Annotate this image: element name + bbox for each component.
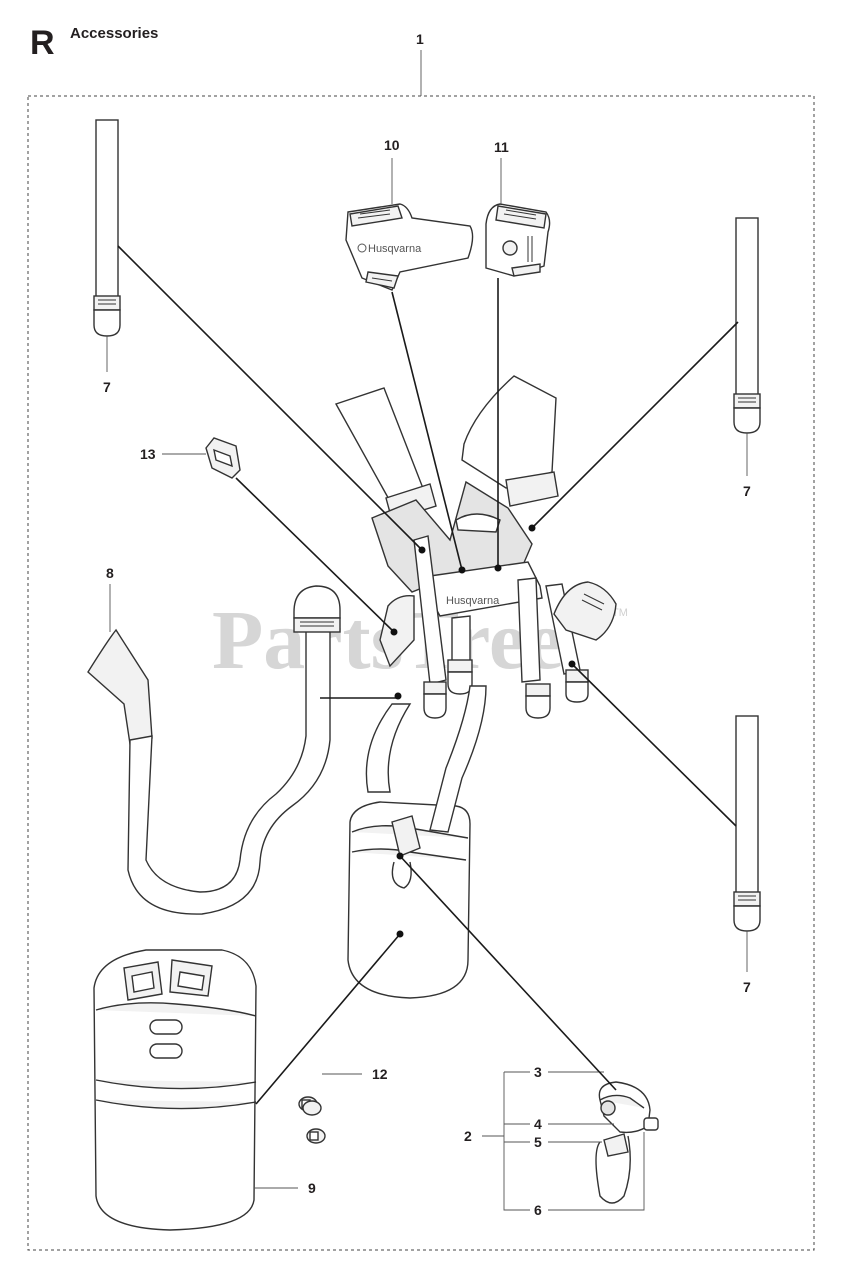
hip-pad-assembled[interactable] [347, 685, 487, 999]
callout-7-top-right: 7 [743, 483, 751, 499]
callout-12: 12 [372, 1066, 388, 1082]
watermark-trademark: TM [612, 607, 628, 619]
hook-assembly-2[interactable] [595, 1081, 659, 1204]
callout-7-top-left: 7 [103, 379, 111, 395]
callout-9: 9 [308, 1180, 316, 1196]
leader-hip-strap-8 [320, 694, 399, 699]
hip-pad-9[interactable] [93, 949, 257, 1231]
leader-hook-assembly [399, 855, 617, 1091]
leader-buckle-13 [235, 477, 395, 633]
strap-7-bottom-right[interactable] [733, 715, 761, 932]
brand-label-harness: Husqvarna [446, 595, 500, 607]
harness-assembly[interactable]: Husqvarna [334, 375, 617, 719]
shoulder-pad-10[interactable]: Husqvarna [345, 203, 474, 291]
section-title: Accessories [70, 25, 159, 42]
leader-strap-7-top-left [117, 245, 423, 551]
brand-label-pad-10: Husqvarna [368, 243, 422, 255]
hip-strap-8[interactable] [87, 585, 341, 915]
callout-7-bottom-right: 7 [743, 979, 751, 995]
callout-5: 5 [534, 1134, 542, 1150]
callout-2: 2 [464, 1128, 472, 1144]
callout-6: 6 [534, 1202, 542, 1218]
strap-7-top-left[interactable] [93, 119, 121, 337]
callout-11: 11 [494, 139, 509, 155]
section-letter: R [30, 24, 55, 62]
callout-3: 3 [534, 1064, 542, 1080]
leader-strap-7-bottom-right [571, 663, 737, 827]
callout-8: 8 [106, 565, 114, 581]
leader-pad-10 [391, 291, 463, 571]
shoulder-pad-11[interactable] [485, 203, 551, 277]
callout-1: 1 [416, 31, 424, 47]
buckle-13[interactable] [205, 437, 241, 479]
screw-12-d[interactable] [302, 1100, 322, 1116]
callout-4: 4 [534, 1116, 542, 1132]
callout-10: 10 [384, 137, 400, 153]
leader-hip-pad-9 [255, 933, 401, 1105]
leader-strap-7-top-right [531, 321, 739, 529]
callout-13: 13 [140, 446, 156, 462]
screw-12-c[interactable] [306, 1128, 326, 1144]
strap-7-top-right[interactable] [733, 217, 761, 434]
